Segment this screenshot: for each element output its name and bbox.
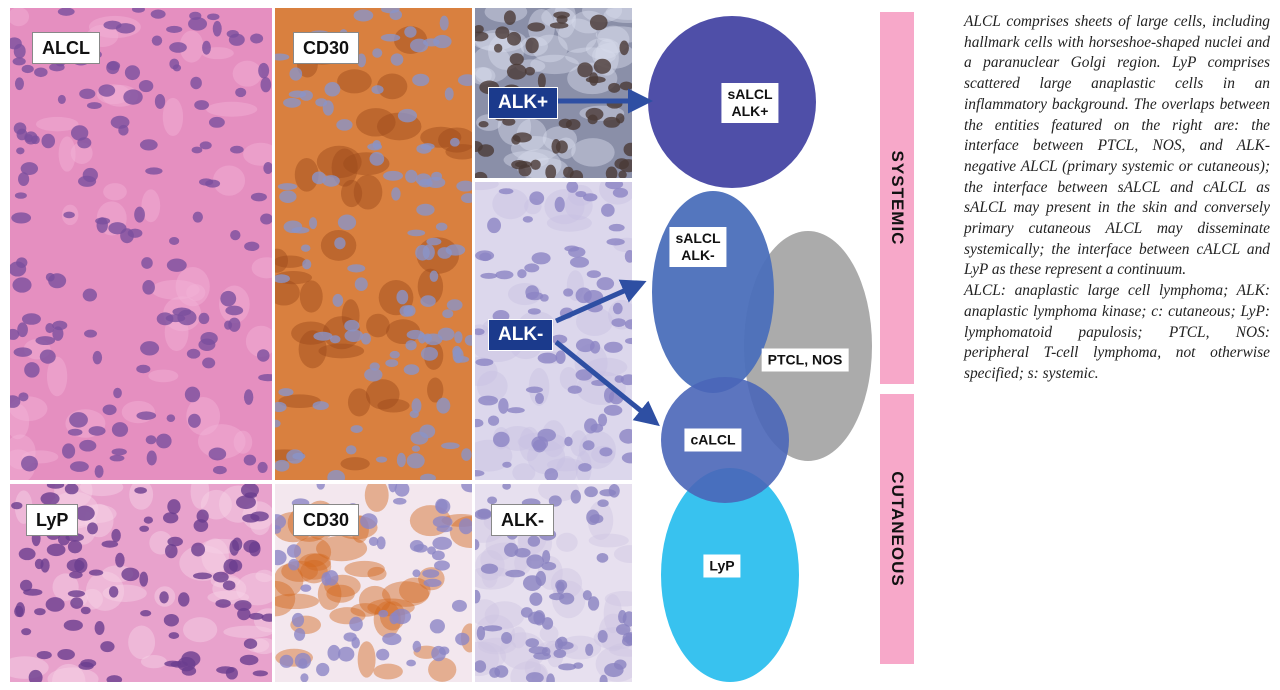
micrograph-lyp-he [10, 484, 272, 682]
caption-paragraph-2: ALCL: anaplastic large cell lymphoma; AL… [964, 282, 1270, 382]
micrograph-alcl-he [10, 8, 272, 480]
circle-ptcl-nos [744, 231, 872, 461]
panel-label-cd30-top: CD30 [293, 32, 360, 64]
band-cutaneous: CUTANEOUS [880, 394, 914, 664]
panel-label-lyp: LyP [26, 504, 79, 536]
label-lyp: LyP [703, 554, 741, 578]
label-ptcl-nos: PTCL, NOS [761, 348, 849, 372]
band-label-systemic: SYSTEMIC [888, 150, 907, 246]
label-salcl-alk-positive: sALCL ALK+ [721, 83, 779, 123]
panel-label-alcl: ALCL [32, 32, 100, 64]
micrograph-panels: ALCL CD30 LyP CD30 ALK- [10, 8, 632, 682]
band-label-cutaneous: CUTANEOUS [888, 471, 907, 587]
panel-lyp-he: LyP [10, 484, 272, 682]
label-salcl-alk-negative: sALCL ALK- [669, 227, 727, 267]
panel-label-cd30-bottom: CD30 [293, 504, 360, 536]
panel-label-alk-negative-bottom: ALK- [491, 504, 554, 536]
band-systemic: SYSTEMIC [880, 12, 914, 384]
panel-lyp-cd30: CD30 [275, 484, 472, 682]
caption-paragraph-1: ALCL comprises sheets of large cells, in… [964, 13, 1270, 279]
circle-salcl-alk-negative [652, 191, 774, 393]
alk-negative-label: ALK- [488, 319, 554, 351]
micrograph-alcl-cd30 [275, 8, 472, 480]
panel-alcl-he: ALCL [10, 8, 272, 480]
label-calcl: cALCL [684, 428, 742, 452]
panel-alcl-cd30: CD30 [275, 8, 472, 480]
alk-positive-label: ALK+ [488, 87, 559, 119]
figure-caption: ALCL comprises sheets of large cells, in… [964, 12, 1270, 385]
panel-lyp-alk-negative: ALK- [475, 484, 632, 682]
